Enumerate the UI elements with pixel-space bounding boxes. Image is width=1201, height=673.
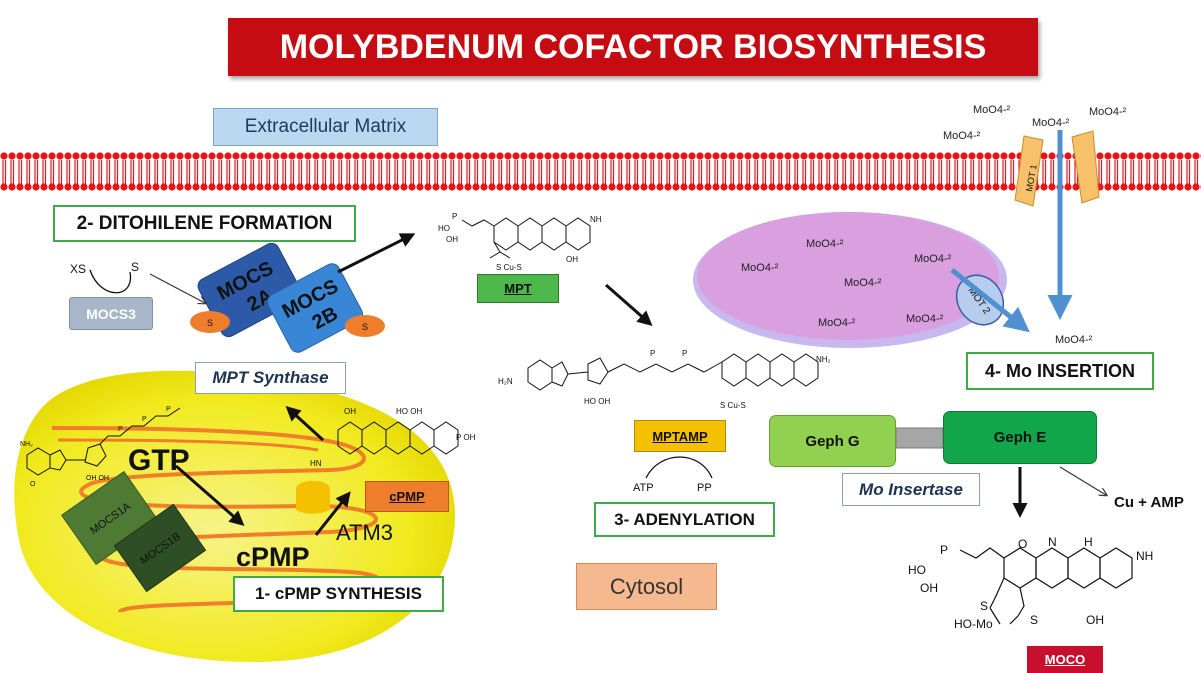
extracellular-matrix-label: Extracellular Matrix <box>213 108 438 146</box>
diagram-title: MOLYBDENUM COFACTOR BIOSYNTHESIS <box>228 18 1038 76</box>
cytosol-label: Cytosol <box>576 563 717 610</box>
moco-structure: HO P OH O N H NH OH HO-Mo S S <box>908 535 1153 631</box>
molybdate-label: MoO4-² <box>914 253 952 265</box>
step-4-label: 4- Mo INSERTION <box>966 352 1154 390</box>
molybdate-label: MoO4-² <box>906 313 944 325</box>
svg-text:P: P <box>452 212 457 221</box>
svg-text:S Cu-S: S Cu-S <box>720 401 746 410</box>
atm3-label: ATM3 <box>336 520 394 545</box>
vacuole-vesicle <box>693 212 1007 348</box>
mocs3-arrow <box>149 273 205 303</box>
moco-tag: MOCO <box>1027 646 1103 673</box>
svg-text:OH: OH <box>1086 613 1104 627</box>
svg-text:O: O <box>1018 537 1027 551</box>
molybdate-label: MoO4-² <box>1089 106 1127 118</box>
mocs2b-block: MOCS 2B <box>266 263 364 353</box>
cu-amp-arrow <box>1059 466 1106 495</box>
svg-text:P: P <box>118 426 123 433</box>
svg-text:OH OH: OH OH <box>86 475 109 482</box>
pp-label: PP <box>697 482 712 494</box>
mocs2a-block: MOCS 2A <box>197 242 303 338</box>
molybdate-label: MoO4-² <box>844 277 882 289</box>
atm3-transporter <box>296 480 330 514</box>
mot1-transporter <box>1014 130 1100 207</box>
svg-text:HO: HO <box>908 563 926 577</box>
molybdate-label: MoO4-² <box>806 238 844 250</box>
sulfur-transfer-curve <box>89 269 132 294</box>
svg-text:O: O <box>30 481 36 488</box>
xs-label: XS <box>70 262 87 276</box>
molybdate-label: MoO4-² <box>1032 117 1070 129</box>
gephyrin-linker <box>895 427 944 449</box>
mot2-export-arrow <box>950 268 1030 333</box>
cell-membrane <box>0 152 1201 191</box>
svg-text:H₂N: H₂N <box>498 377 513 386</box>
svg-text:NH: NH <box>1136 549 1153 563</box>
svg-text:HO: HO <box>438 224 450 233</box>
svg-text:NH: NH <box>590 215 602 224</box>
svg-text:S Cu-S: S Cu-S <box>496 263 522 272</box>
svg-text:P: P <box>940 543 948 557</box>
svg-text:P: P <box>650 349 655 358</box>
molybdate-label: MoO4-² <box>1055 334 1093 346</box>
step-1-label: 1- cPMP SYNTHESIS <box>233 576 444 612</box>
atp-pp-curve <box>645 456 713 479</box>
cpmp-tag: cPMP <box>365 481 449 512</box>
svg-text:N: N <box>1048 535 1057 549</box>
svg-text:P: P <box>682 349 687 358</box>
mptamp-structure: H₂N P P HO OH S Cu-S NH₂ <box>498 349 831 410</box>
atp-label: ATP <box>633 482 654 494</box>
svg-text:S: S <box>362 322 368 332</box>
gtp-label: GTP <box>128 444 190 477</box>
svg-text:NH₂: NH₂ <box>20 441 33 448</box>
molybdate-label: MoO4-² <box>818 317 856 329</box>
mo-insertase-label: Mo Insertase <box>842 473 980 506</box>
cu-amp-label: Cu + AMP <box>1114 494 1184 511</box>
svg-text:OH: OH <box>344 407 356 416</box>
reaction-arrows <box>175 233 1028 536</box>
svg-text:H: H <box>1084 535 1093 549</box>
sulfur-cap-left: S <box>190 311 230 333</box>
sulfur-cap-right: S <box>345 315 385 337</box>
svg-text:OH: OH <box>566 255 578 264</box>
geph-g-domain: Geph G <box>769 415 896 467</box>
svg-text:S: S <box>980 599 988 613</box>
cpmp-structure: OH HN P OH HO OH <box>310 407 476 468</box>
svg-text:P: P <box>166 406 171 413</box>
geph-e-domain: Geph E <box>943 411 1097 464</box>
svg-text:HN: HN <box>310 459 322 468</box>
molybdate-label: MoO4-² <box>973 104 1011 116</box>
svg-text:OH: OH <box>446 235 458 244</box>
svg-text:HO-Mo: HO-Mo <box>954 617 993 631</box>
svg-text:HO OH: HO OH <box>584 397 610 406</box>
step-3-label: 3- ADENYLATION <box>594 502 775 537</box>
svg-text:NH₂: NH₂ <box>816 355 831 364</box>
mpt-structure: HO P OH S Cu-S NH OH <box>438 212 602 272</box>
svg-text:HO OH: HO OH <box>396 407 422 416</box>
cpmp-label: cPMP <box>236 542 310 572</box>
mpt-synthase-label: MPT Synthase <box>195 362 346 394</box>
mpt-tag: MPT <box>477 274 559 303</box>
mocs3-box: MOCS3 <box>69 297 153 330</box>
s-label: S <box>131 260 140 274</box>
svg-text:S: S <box>1030 613 1038 627</box>
svg-text:S: S <box>207 318 213 328</box>
svg-text:P OH: P OH <box>456 433 476 442</box>
mptamp-tag: MPTAMP <box>634 420 726 452</box>
svg-text:OH: OH <box>920 581 938 595</box>
svg-text:P: P <box>142 416 147 423</box>
mocs1b-box: MOCS1B <box>113 503 207 593</box>
molybdate-label: MoO4-² <box>943 130 981 142</box>
molybdate-label: MoO4-² <box>741 262 779 274</box>
mot1-label: MOT 1 <box>1024 164 1039 193</box>
step-2-label: 2- DITOHILENE FORMATION <box>53 205 356 242</box>
gtp-structure: NH₂ O P P P OH OH <box>20 406 181 488</box>
